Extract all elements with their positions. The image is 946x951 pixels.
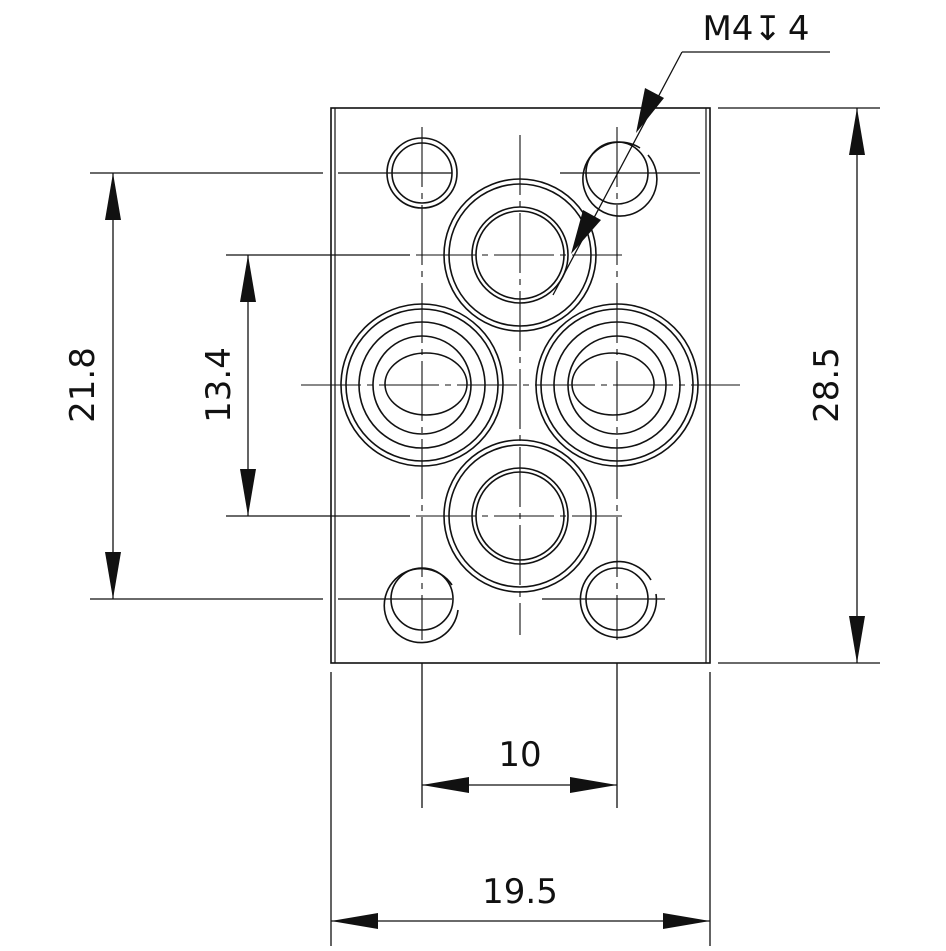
dimension-label-port-pitch-vertical: 13.4	[199, 347, 239, 423]
dimension-overall-height: 28.5	[718, 107, 880, 664]
thread-depth: 4	[788, 9, 810, 49]
dimension-label-mounting-hole-pitch: 21.8	[63, 347, 103, 423]
dimension-port-pitch-vertical: 13.4	[199, 254, 410, 517]
center-lines	[301, 127, 740, 640]
depth-symbol-icon: ↧	[753, 9, 782, 49]
mounting-hole-top-right	[582, 141, 658, 217]
dimension-label-overall-height: 28.5	[807, 347, 847, 423]
mounting-hole-bottom-left	[383, 567, 459, 644]
dimension-label-overall-width: 19.5	[482, 872, 558, 912]
dimension-label-port-pitch-horizontal: 10	[498, 735, 541, 775]
dimension-mounting-hole-pitch: 21.8	[63, 172, 323, 600]
thread-callout-label: M4↧4	[702, 9, 809, 49]
dimension-port-pitch-horizontal: 10	[421, 663, 618, 808]
thread-size: M4	[702, 9, 753, 49]
dimension-overall-width: 19.5	[330, 672, 711, 946]
thread-callout: M4↧4	[552, 9, 830, 296]
